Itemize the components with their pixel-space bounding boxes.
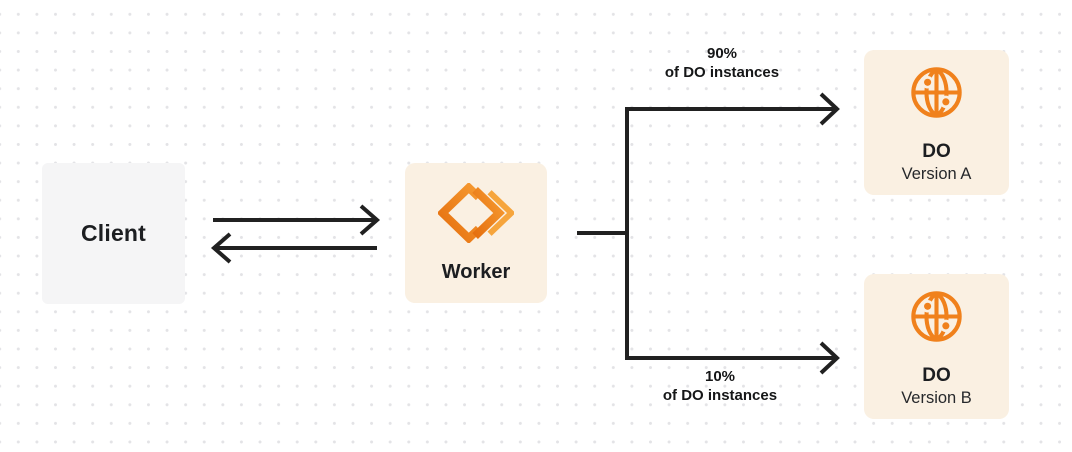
globe-icon — [908, 288, 965, 345]
split-top-caption: of DO instances — [664, 64, 780, 81]
globe-icon — [908, 64, 965, 121]
arrow-client-to-worker — [213, 204, 381, 236]
do-version-a-node: DO Version A — [864, 50, 1009, 195]
do-b-title: DO — [922, 365, 951, 386]
arrow-worker-to-client — [210, 232, 377, 264]
workers-icon — [438, 183, 514, 243]
split-connector — [577, 109, 629, 358]
do-b-subtitle: Version B — [901, 389, 972, 407]
worker-node: Worker — [405, 163, 547, 303]
do-a-subtitle: Version A — [901, 165, 972, 183]
split-bottom-caption: of DO instances — [662, 387, 778, 404]
do-a-title: DO — [922, 141, 951, 162]
split-bottom-label: 10% of DO instances — [608, 367, 832, 405]
do-version-b-node: DO Version B — [864, 274, 1009, 419]
arrow-to-version-a — [625, 92, 840, 126]
split-top-label: 90% of DO instances — [610, 44, 834, 82]
split-bottom-percent: 10% — [704, 368, 736, 385]
split-top-percent: 90% — [706, 45, 738, 62]
worker-label: Worker — [441, 261, 511, 283]
client-label: Client — [80, 220, 147, 246]
client-node: Client — [42, 163, 185, 304]
